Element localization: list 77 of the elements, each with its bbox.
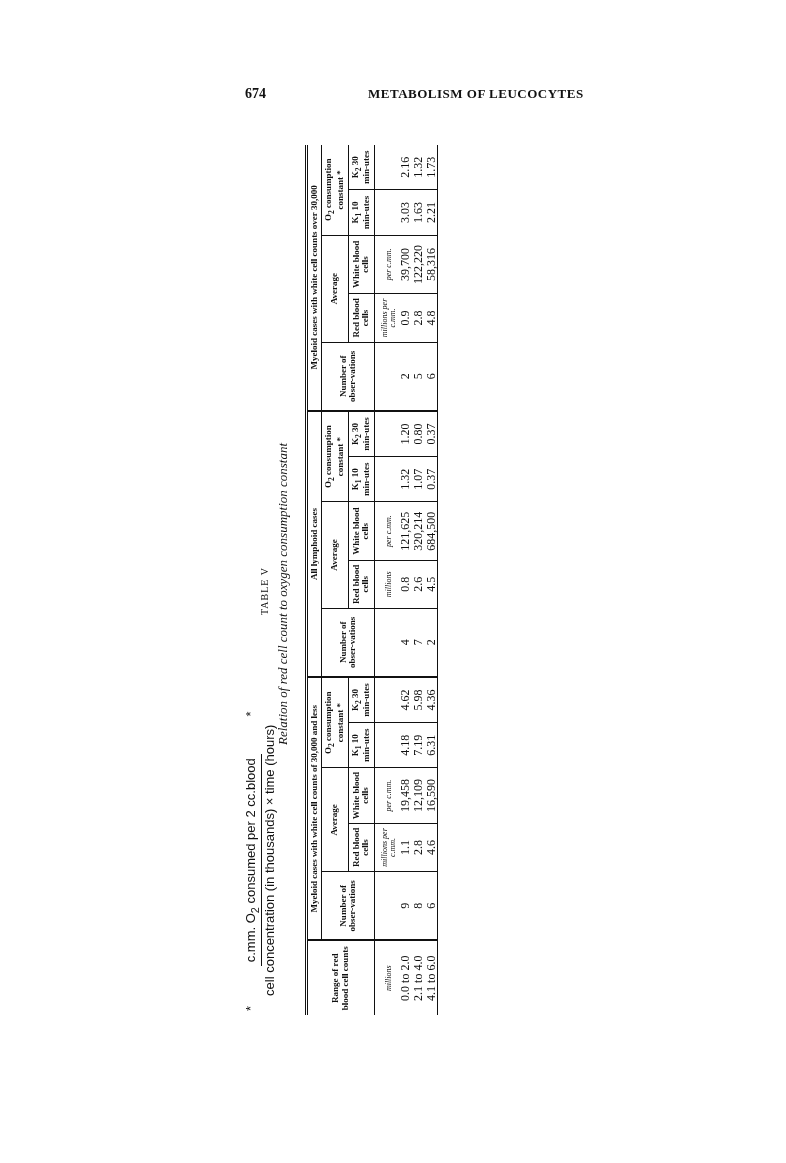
- column-header: White blood cells: [348, 767, 375, 824]
- table-cell: 4.6: [424, 823, 438, 872]
- unit-label: millions per c.mm.: [374, 823, 400, 872]
- table-cell: 2: [424, 608, 438, 677]
- table-cell: 2: [399, 342, 413, 411]
- table-cell: 4.5: [424, 560, 438, 609]
- column-header: Average: [321, 767, 349, 872]
- table-cell: 122,220: [412, 235, 425, 294]
- column-header: Red blood cells: [348, 293, 375, 343]
- unit-label: per c.mm.: [374, 767, 400, 824]
- table-cell: 1.1: [399, 823, 413, 872]
- table-cell: 684,500: [424, 501, 438, 561]
- column-header: Red blood cells: [348, 560, 375, 609]
- table-cell: 5: [412, 342, 425, 411]
- table-cell: 121,625: [399, 501, 413, 561]
- unit-label: per c.mm.: [374, 235, 400, 294]
- table-cell: 0.9: [399, 293, 413, 343]
- table-cell: 0.8: [399, 560, 413, 609]
- table-cell: 0.37: [424, 410, 438, 457]
- table-cell: 0.0 to 2.0: [399, 940, 413, 1015]
- table-cell: 4.62: [399, 676, 413, 723]
- unit-label: millions: [374, 560, 400, 609]
- table-cell: 39,700: [399, 235, 413, 294]
- table-cell: 320,214: [412, 501, 425, 561]
- table-cell: 58,316: [424, 235, 438, 294]
- column-header: Range of red blood cell counts: [306, 940, 375, 1015]
- table-cell: 4.1 to 6.0: [424, 940, 438, 1015]
- table-cell: 7.19: [412, 722, 425, 768]
- table-cell: 1.20: [399, 410, 413, 457]
- unit-label: millions: [374, 940, 400, 1015]
- column-header: White blood cells: [348, 501, 375, 561]
- table-cell: 2.21: [424, 189, 438, 236]
- table-cell: 9: [399, 871, 413, 941]
- column-header: White blood cells: [348, 235, 375, 294]
- table-cell: 2.8: [412, 823, 425, 872]
- column-header: Number of obser-vations: [321, 871, 375, 941]
- unit-label: per c.mm.: [374, 501, 400, 561]
- table-cell: 2.16: [399, 145, 413, 190]
- table-cell: 1.73: [424, 145, 438, 190]
- table-cell: 1.07: [412, 456, 425, 502]
- column-header: All lymphoid cases: [306, 410, 322, 677]
- table-cell: 1.32: [412, 145, 425, 190]
- column-header: Myeloid cases with white cell counts of 30,000 and less: [306, 676, 322, 941]
- table-cell: 12,109: [412, 767, 425, 824]
- table-cell: 2.1 to 4.0: [412, 940, 425, 1015]
- column-header: Number of obser-vations: [321, 342, 375, 411]
- table-cell: 6: [424, 342, 438, 411]
- table-cell: 4.18: [399, 722, 413, 768]
- table-cell: 19,458: [399, 767, 413, 824]
- table-cell: 6.31: [424, 722, 438, 768]
- table-cell: 16,590: [424, 767, 438, 824]
- table-cell: 7: [412, 608, 425, 677]
- column-header: Number of obser-vations: [321, 608, 375, 677]
- table-cell: 1.32: [399, 456, 413, 502]
- table-cell: 0.80: [412, 410, 425, 457]
- table-cell: 5.98: [412, 676, 425, 723]
- column-header: Myeloid cases with white cell counts over 30,000: [306, 145, 322, 411]
- table-cell: 8: [412, 871, 425, 941]
- column-header: Average: [321, 501, 349, 609]
- table-cell: 4.8: [424, 293, 438, 343]
- footnote-mark: *: [243, 1005, 258, 1011]
- table-cell: 3.03: [399, 189, 413, 236]
- page-number: 674: [245, 86, 266, 102]
- table-cell: 1.63: [412, 189, 425, 236]
- unit-label: millions per c.mm.: [374, 293, 400, 343]
- table-cell: 2.8: [412, 293, 425, 343]
- table-cell: 4.36: [424, 676, 438, 723]
- table-cell: 2.6: [412, 560, 425, 609]
- column-header: Red blood cells: [348, 823, 375, 872]
- table-number: TABLE V: [259, 567, 270, 615]
- footnote-mark: *: [243, 711, 258, 717]
- table-cell: 0.37: [424, 456, 438, 502]
- running-header: METABOLISM OF LEUCOCYTES: [368, 86, 584, 102]
- table-cell: 6: [424, 871, 438, 941]
- table-cell: 4: [399, 608, 413, 677]
- column-header: Average: [321, 235, 349, 343]
- formula-denominator: cell concentration (in thousands) × time (hours): [261, 723, 277, 998]
